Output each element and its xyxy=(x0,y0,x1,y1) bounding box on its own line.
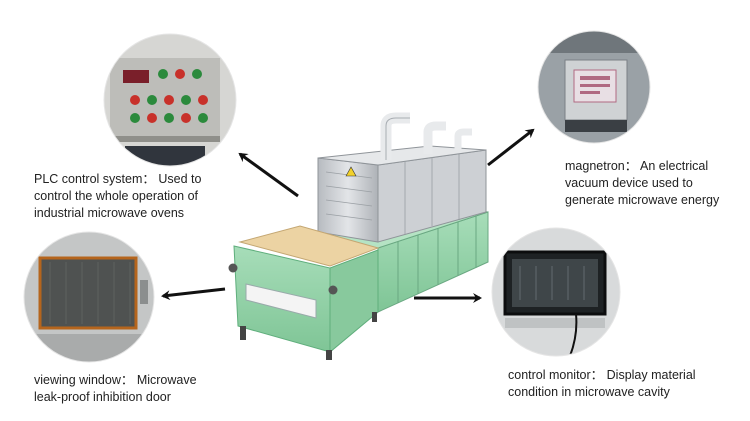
adjustment-knob-left xyxy=(228,263,238,273)
exhaust-pipe-2 xyxy=(423,121,446,154)
conveyor-belt xyxy=(238,225,380,267)
caption-line: control monitor： Display material xyxy=(508,368,696,382)
machine-leg xyxy=(372,312,377,322)
caption-line: leak-proof inhibition door xyxy=(34,390,171,404)
machine-leg xyxy=(326,350,332,360)
control-monitor-caption: control monitor： Display material condit… xyxy=(508,367,696,401)
microwave-cavity-top xyxy=(317,145,487,166)
magnetron-photo-frame xyxy=(537,30,651,144)
magnetron-caption: magnetron： An electrical vacuum device u… xyxy=(565,158,719,209)
warning-label xyxy=(345,166,357,177)
control-monitor-photo-frame xyxy=(491,227,621,357)
feeding-section-side xyxy=(329,249,379,354)
plc-photo-frame xyxy=(103,33,237,167)
control-monitor-photo xyxy=(492,228,620,356)
viewing-window-caption: viewing window： Microwave leak-proof inh… xyxy=(34,372,197,406)
plc-caption: PLC control system： Used to control the … xyxy=(34,171,201,222)
arrow-to-plc xyxy=(238,152,299,198)
industrial-microwave-tunnel-oven xyxy=(228,112,489,360)
viewing-window-photo-frame xyxy=(23,231,155,363)
belt-outlet xyxy=(245,283,317,319)
caption-line: vacuum device used to xyxy=(565,176,693,190)
plc-buttons xyxy=(130,69,208,123)
exhaust-pipe-3 xyxy=(454,128,472,150)
magnetron-photo xyxy=(538,31,650,143)
exhaust-pipe-1-outline xyxy=(385,117,410,160)
caption-line: generate microwave energy xyxy=(565,193,720,207)
caption-line: viewing window： Microwave xyxy=(34,373,197,387)
machine-leg xyxy=(240,326,246,340)
machine-side-slats xyxy=(397,216,477,303)
caption-line: PLC control system： Used to xyxy=(34,172,202,186)
viewing-window-photo xyxy=(24,232,154,362)
arrow-to-viewing-window xyxy=(161,287,226,301)
caption-line: control the whole operation of xyxy=(34,189,198,203)
adjustment-knob-right xyxy=(328,285,338,295)
arrow-to-magnetron xyxy=(487,128,535,167)
monitor-screen-lines xyxy=(519,266,585,300)
caption-line: industrial microwave ovens xyxy=(34,206,185,220)
window-mesh xyxy=(49,262,131,324)
cavity-panel-lines xyxy=(325,154,460,234)
caption-line: condition in microwave cavity xyxy=(508,385,670,399)
plc-control-panel-photo xyxy=(104,34,236,166)
caption-line: magnetron： An electrical xyxy=(565,159,709,173)
